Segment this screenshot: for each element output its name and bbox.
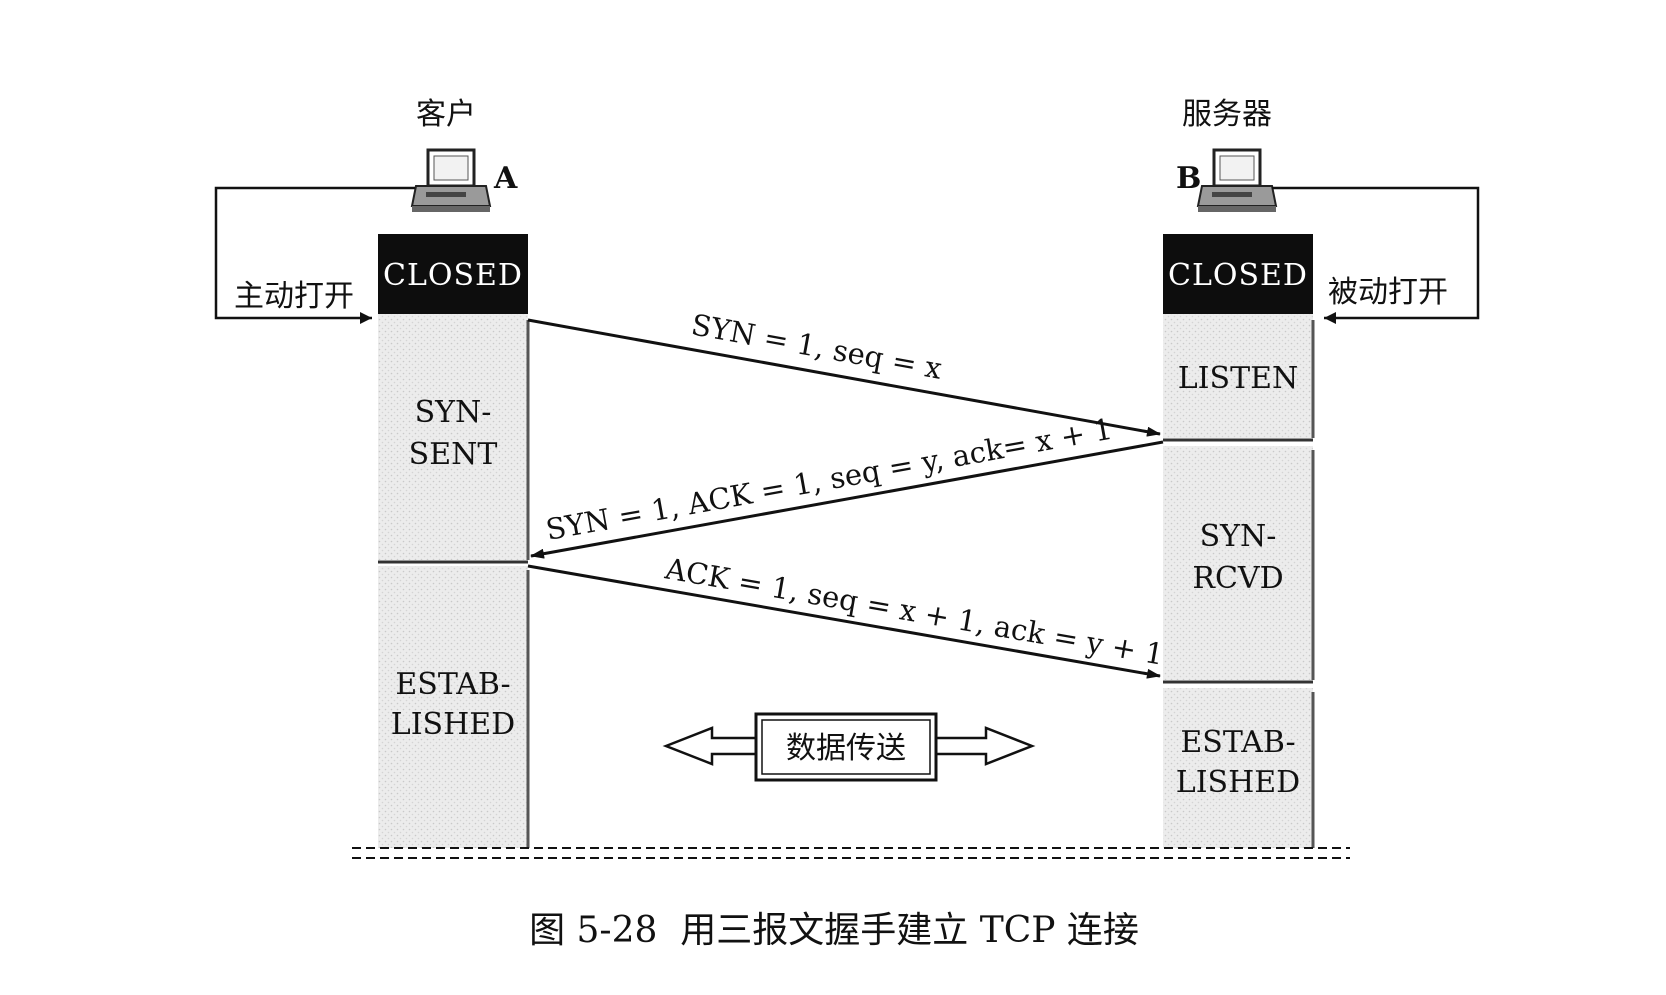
client-open-arrow bbox=[360, 312, 372, 324]
data-transfer-label: 数据传送 bbox=[786, 731, 906, 766]
client-closed-label: CLOSED bbox=[383, 258, 523, 293]
data-transfer-double-arrow bbox=[662, 712, 1036, 782]
server-host-letter: B bbox=[1176, 161, 1201, 196]
server-title: 服务器 bbox=[1182, 97, 1272, 132]
server-open-label: 被动打开 bbox=[1328, 275, 1448, 310]
client-host-letter: A bbox=[493, 161, 518, 196]
syn-ack-arrow bbox=[530, 440, 1164, 559]
client-open-loop bbox=[214, 186, 415, 320]
client-syn-sent-line1: SYN- bbox=[415, 395, 492, 430]
server-open-loop bbox=[1272, 186, 1480, 320]
server-estab-line1: ESTAB- bbox=[1180, 725, 1295, 760]
server-open-arrow bbox=[1324, 312, 1336, 324]
syn-ack-message: SYN = 1, ACK = 1, seq = y, ack= x + 1 bbox=[543, 412, 1115, 547]
server-listen-box bbox=[1163, 314, 1313, 438]
server-syn-rcvd-line2: RCVD bbox=[1192, 561, 1283, 596]
server-syn-rcvd-box bbox=[1163, 446, 1313, 680]
server-syn-rcvd-line1: SYN- bbox=[1200, 519, 1277, 554]
client-syn-sent-box bbox=[378, 314, 528, 560]
client-established-box bbox=[378, 566, 528, 848]
server-closed-box bbox=[1163, 234, 1313, 314]
client-estab-line2: LISHED bbox=[391, 707, 515, 742]
figure-caption: 图 5-28 用三报文握手建立 TCP 连接 bbox=[529, 910, 1139, 951]
client-estab-line1: ESTAB- bbox=[395, 667, 510, 702]
ack-arrow bbox=[527, 564, 1161, 679]
client-title: 客户 bbox=[416, 97, 476, 132]
server-estab-line2: LISHED bbox=[1176, 765, 1300, 800]
client-open-label: 主动打开 bbox=[234, 279, 354, 314]
server-established-box bbox=[1163, 688, 1313, 848]
server-closed-label: CLOSED bbox=[1168, 258, 1308, 293]
client-closed-box bbox=[378, 234, 528, 314]
ack-message: ACK = 1, seq = x + 1, ack = y + 1 bbox=[662, 551, 1166, 672]
server-listen-label: LISTEN bbox=[1178, 361, 1298, 396]
syn-arrow bbox=[527, 318, 1161, 437]
client-computer-icon bbox=[410, 148, 492, 212]
server-computer-icon bbox=[1196, 148, 1278, 212]
syn-message: SYN = 1, seq = x bbox=[689, 307, 945, 385]
client-syn-sent-line2: SENT bbox=[409, 437, 498, 472]
